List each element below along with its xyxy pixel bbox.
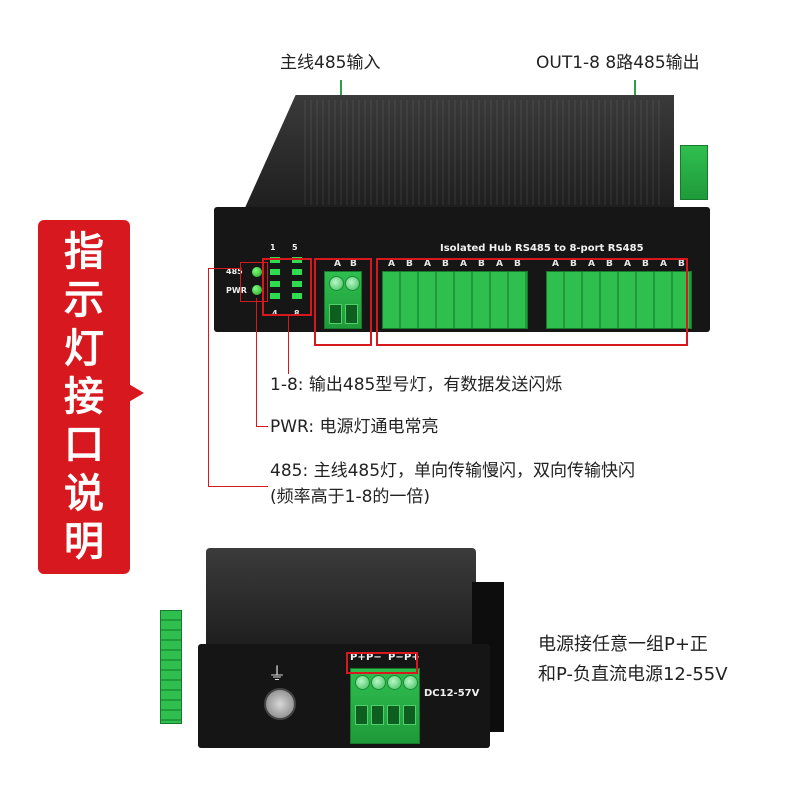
side-terminal: [680, 145, 708, 200]
leader-1-8: [288, 316, 289, 374]
heatsink-fins: [304, 100, 664, 205]
outputs-label: OUT1-8 8路485输出: [536, 53, 700, 73]
input-a-label: A: [334, 259, 341, 269]
power-pin-labels: P+ P− P− P+: [348, 652, 468, 666]
ab-label: A: [624, 259, 631, 269]
output-ab-labels-right: A B A B A B A B: [550, 259, 700, 269]
banner-char: 说: [64, 470, 104, 517]
led-pwr: [252, 285, 262, 295]
banner-char: 示: [64, 277, 104, 324]
end-panel: ⏚ P+ P− P− P+ DC12-57V: [198, 644, 490, 748]
ab-label: B: [406, 259, 413, 269]
pin-label: P−: [388, 652, 404, 663]
hub-device-top: Isolated Hub RS485 to 8-port RS485 485 P…: [214, 95, 714, 335]
front-panel: Isolated Hub RS485 to 8-port RS485 485 P…: [214, 207, 710, 332]
pin-label: P+: [404, 652, 420, 663]
screw: [345, 276, 360, 291]
ab-label: B: [442, 259, 449, 269]
port-leds-1-4: [270, 257, 280, 305]
banner-char: 口: [64, 422, 104, 469]
ab-label: A: [424, 259, 431, 269]
leader-485-h-top: [208, 268, 242, 269]
ab-label: A: [660, 259, 667, 269]
ab-label: B: [570, 259, 577, 269]
ab-label: B: [678, 259, 685, 269]
output-terminal-5-8: [546, 271, 692, 329]
led-num-5: 5: [292, 243, 298, 252]
banner-arrow-icon: [122, 380, 144, 406]
banner-char: 灯: [64, 325, 104, 372]
callout-leds-1-8: 1-8: 输出485型号灯，有数据发送闪烁: [270, 375, 563, 395]
ab-label: B: [514, 259, 521, 269]
power-pins-highlight-box: [346, 652, 418, 674]
wire-slot: [387, 705, 400, 725]
chassis-top-end: [206, 548, 476, 644]
leader-485: [208, 268, 209, 486]
leader-pwr-h: [256, 426, 268, 427]
banner-char: 指: [64, 229, 104, 276]
device-title: Isolated Hub RS485 to 8-port RS485: [440, 243, 644, 254]
screw: [387, 675, 402, 690]
power-note-line2: 和P-负直流电源12-55V: [538, 664, 728, 685]
outputs-highlight-box: [376, 258, 688, 346]
callout-485-line2: (频率高于1-8的一倍): [270, 487, 431, 507]
input-b-label: B: [350, 259, 357, 269]
port-leds-5-8: [292, 257, 302, 305]
wire-slot: [371, 705, 384, 725]
led-485-label: 485: [226, 267, 243, 276]
side-terminal-strip: [160, 610, 182, 724]
ab-label: A: [496, 259, 503, 269]
ab-label: B: [606, 259, 613, 269]
wire-slot: [355, 705, 368, 725]
voltage-label: DC12-57V: [424, 688, 480, 699]
power-terminal: [350, 668, 420, 744]
leader-pwr: [256, 298, 257, 426]
port-led-grid: [268, 257, 308, 307]
wire-slot: [403, 705, 416, 725]
output-ab-labels-left: A B A B A B A B: [386, 259, 536, 269]
screw: [403, 675, 418, 690]
screw: [355, 675, 370, 690]
power-note-line1: 电源接任意一组P+正: [538, 634, 708, 655]
leader-485-h: [208, 486, 268, 487]
input-terminal: [324, 271, 362, 329]
led-num-1: 1: [270, 243, 276, 252]
ground-icon: ⏚: [268, 664, 286, 685]
status-led-highlight-box: [240, 262, 268, 302]
hub-device-end: ⏚ P+ P− P− P+ DC12-57V: [160, 548, 520, 758]
ab-label: A: [388, 259, 395, 269]
chassis-top: [244, 95, 674, 210]
led-485: [252, 267, 262, 277]
wire-slot: [329, 304, 342, 324]
leds-highlight-box: [262, 258, 312, 316]
legend-banner: 指 示 灯 接 口 说 明: [38, 220, 130, 574]
callout-485-line1: 485: 主线485灯，单向传输慢闪，双向传输快闪: [270, 461, 636, 481]
ground-screw: [264, 688, 296, 720]
ab-label: A: [552, 259, 559, 269]
ab-label: A: [588, 259, 595, 269]
ab-label: A: [460, 259, 467, 269]
screw: [371, 675, 386, 690]
led-num-8: 8: [294, 309, 300, 318]
ab-label: B: [478, 259, 485, 269]
input-highlight-box: [314, 258, 372, 346]
ab-label: B: [642, 259, 649, 269]
callout-pwr: PWR: 电源灯通电常亮: [270, 417, 439, 437]
led-num-4: 4: [272, 309, 278, 318]
led-pwr-label: PWR: [226, 286, 247, 295]
pin-label: P−: [366, 652, 382, 663]
banner-char: 明: [64, 518, 104, 565]
wire-slot: [345, 304, 358, 324]
screw: [329, 276, 344, 291]
pin-label: P+: [350, 652, 366, 663]
banner-char: 接: [64, 373, 104, 420]
main-input-label: 主线485输入: [280, 53, 381, 73]
output-terminal-1-4: [382, 271, 528, 329]
